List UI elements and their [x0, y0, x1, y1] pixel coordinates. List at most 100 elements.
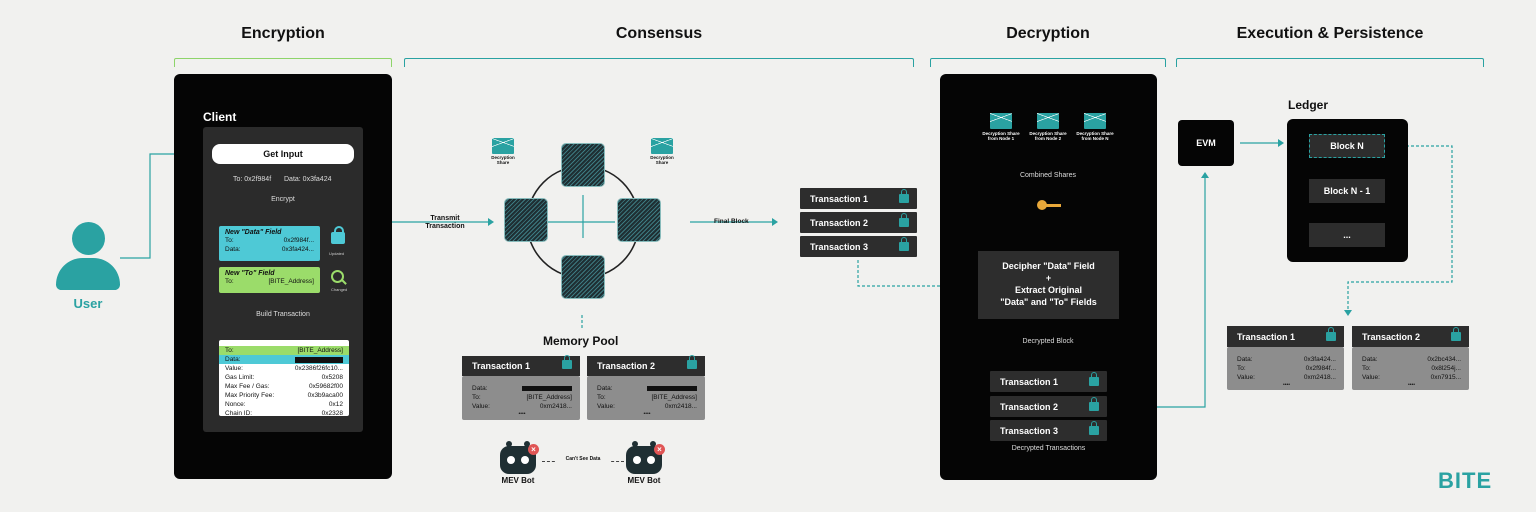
- build-transaction-label: Build Transaction: [256, 311, 310, 318]
- mev-bot-left-label: MEV Bot: [501, 476, 535, 485]
- new-to-field-row: To:[BITE_Address]: [225, 278, 314, 285]
- ledger-card-2-body: Data:0x2bc434... To:0x8l254j... Value:0x…: [1352, 347, 1469, 390]
- new-to-field-card: New "To" Field To:[BITE_Address]: [219, 267, 320, 293]
- blocked-icon: ×: [654, 444, 665, 455]
- built-transaction-card: To:[BITE_Address] Data: Value:0x2386f26f…: [219, 340, 349, 417]
- decrypted-block-label: Decrypted Block: [1022, 338, 1074, 345]
- user-icon: [56, 222, 120, 294]
- mempool-row: Value:0xm2418...: [597, 403, 697, 410]
- mempool-row: Data:: [597, 384, 697, 393]
- ledger-block-n: Block N: [1309, 134, 1385, 158]
- validator-node-right: [617, 198, 661, 242]
- final-block-tx-2: Transaction 2: [800, 212, 917, 233]
- combined-shares-label: Combined Shares: [1019, 172, 1077, 179]
- lock-icon: [899, 237, 909, 251]
- envelope-icon: [1084, 113, 1106, 129]
- mempool-card-2-header: Transaction 2: [587, 355, 705, 376]
- decryption-bracket: [930, 58, 1166, 67]
- decipher-line-1: Decipher "Data" Field: [1002, 261, 1095, 271]
- envelope-icon: [1037, 113, 1059, 129]
- mempool-card-2-title: Transaction 2: [597, 361, 656, 371]
- decrypted-tx-2: Transaction 2: [990, 396, 1107, 417]
- ledger-row: Data:0x3fa424...: [1237, 356, 1336, 363]
- final-block-label: Final Block: [714, 218, 749, 225]
- tx-row-data: Data:: [219, 355, 349, 364]
- decipher-box: Decipher "Data" Field + Extract Original…: [978, 251, 1119, 319]
- final-block-tx-3: Transaction 3: [800, 236, 917, 257]
- decrypted-transactions-caption: Decrypted Transactions: [1011, 445, 1086, 452]
- mempool-card-1-title: Transaction 1: [472, 361, 531, 371]
- validator-node-left: [504, 198, 548, 242]
- tx-row: Nonce:0x12: [225, 401, 343, 408]
- mempool-row: Data:: [472, 384, 572, 393]
- final-block-tx-1: Transaction 1: [800, 188, 917, 209]
- get-input-button[interactable]: Get Input: [212, 144, 354, 164]
- ledger-row: Value:0xm2418...: [1237, 374, 1336, 381]
- lock-icon: [331, 232, 345, 244]
- unlock-icon: [1089, 421, 1099, 435]
- mempool-card-2-body: Data: To:[BITE_Address] Value:0xm2418...…: [587, 376, 705, 420]
- consensus-bracket: [404, 58, 914, 67]
- ledger-more: ••••: [1282, 382, 1290, 388]
- tx-row-to: To:[BITE_Address]: [219, 346, 349, 355]
- user-label: User: [73, 296, 103, 311]
- lock-icon: [899, 189, 909, 203]
- new-data-field-row: To:0x2f984f...: [225, 237, 314, 244]
- lock-icon: [899, 213, 909, 227]
- decrypted-tx-1: Transaction 1: [990, 371, 1107, 392]
- mev-bot-right-label: MEV Bot: [627, 476, 661, 485]
- key-icon: [1037, 200, 1047, 210]
- mempool-more: ••••: [518, 411, 526, 417]
- mempool-row: To:[BITE_Address]: [597, 394, 697, 401]
- ledger-block-n-1: Block N - 1: [1309, 179, 1385, 203]
- decipher-line-3: "Data" and "To" Fields: [1000, 297, 1097, 307]
- new-data-field-title: New "Data" Field: [225, 229, 282, 236]
- decrypted-tx-3: Transaction 3: [990, 420, 1107, 441]
- execution-bracket: [1176, 58, 1484, 67]
- section-title-execution: Execution & Persistence: [1236, 25, 1424, 42]
- cant-see-data-label: Can't See Data: [556, 456, 610, 462]
- memory-pool-title: Memory Pool: [543, 334, 619, 348]
- unlock-icon: [1326, 327, 1336, 341]
- unlock-icon: [1089, 372, 1099, 386]
- section-title-encryption: Encryption: [241, 25, 325, 42]
- key-shaft-icon: [1045, 204, 1061, 207]
- ledger-more: ••••: [1407, 382, 1415, 388]
- lock-shackle-icon: [334, 226, 344, 235]
- new-to-field-title: New "To" Field: [225, 270, 275, 277]
- mempool-card-1-header: Transaction 1: [462, 355, 580, 376]
- ledger-card-1-title: Transaction 1: [1237, 331, 1296, 342]
- transmit-line-2: Transaction: [425, 223, 465, 230]
- search-icon: [331, 270, 344, 283]
- decryption-share-left: Decryption Share: [491, 155, 515, 165]
- search-caption: Changed: [331, 287, 348, 292]
- encryption-bracket: [174, 58, 392, 67]
- tx-row: Chain ID:0x2328: [225, 410, 343, 417]
- input-to: To: 0x2f984f: [233, 176, 272, 183]
- mempool-row: Value:0xm2418...: [472, 403, 572, 410]
- transmit-line-1: Transmit: [430, 215, 460, 222]
- lock-icon: [687, 355, 697, 369]
- section-title-decryption: Decryption: [1006, 25, 1090, 42]
- ledger-title: Ledger: [1288, 98, 1329, 112]
- mempool-card-1-body: Data: To:[BITE_Address] Value:0xm2418...…: [462, 376, 580, 420]
- new-data-field-card: New "Data" Field To:0x2f984f... Data:0x3…: [219, 226, 320, 261]
- ledger-row: Value:0xn7915...: [1362, 374, 1461, 381]
- input-data: Data: 0x3fa424: [284, 176, 332, 183]
- envelope-icon: [492, 138, 514, 154]
- lock-icon: [562, 355, 572, 369]
- ledger-card-2-title: Transaction 2: [1362, 331, 1421, 342]
- decipher-plus: +: [1045, 273, 1052, 283]
- tx-row: Max Fee / Gas:0x59682f00: [225, 383, 343, 390]
- tx-row: Max Priority Fee:0x3b9aca00: [225, 392, 343, 399]
- evm-box: EVM: [1178, 120, 1234, 166]
- tx-row: Value:0x2386f26fc10...: [225, 365, 343, 372]
- envelope-icon: [651, 138, 673, 154]
- ledger-card-1-header: Transaction 1: [1227, 326, 1344, 347]
- decipher-line-2: Extract Original: [1014, 285, 1083, 295]
- ledger-row: To:0x2f984f...: [1237, 365, 1336, 372]
- unlock-icon: [1451, 327, 1461, 341]
